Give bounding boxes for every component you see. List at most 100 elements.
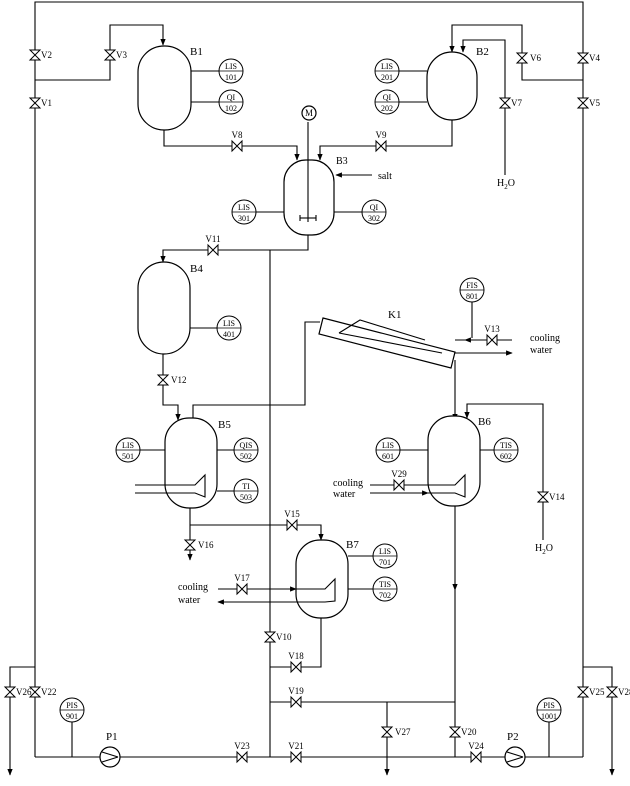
vessel-label: B6 [478, 416, 491, 428]
instrument-number: 201 [381, 73, 393, 82]
valve-v12[interactable]: V12 [156, 374, 187, 386]
valve-v23[interactable]: V23 [234, 741, 250, 764]
valve-label: V24 [468, 741, 484, 751]
valve-v26[interactable]: V26 [3, 686, 32, 698]
valve-v8[interactable]: V8 [231, 130, 243, 153]
instrument-tis602[interactable]: TIS 602 [480, 437, 519, 463]
pump-p1[interactable]: P1 [99, 731, 121, 768]
instrument-qi202[interactable]: QI 202 [374, 89, 427, 115]
instrument-number: 101 [225, 73, 237, 82]
vapor-piping [135, 300, 544, 702]
vessel-b3[interactable]: B3 [283, 122, 348, 236]
instrument-function: QIS [240, 441, 253, 450]
valve-label: V20 [461, 727, 477, 737]
valve-v11[interactable]: V11 [205, 234, 221, 257]
valve-label: V28 [618, 687, 630, 697]
valve-v15[interactable]: V15 [284, 509, 300, 532]
valve-v29[interactable]: V29 [391, 469, 407, 492]
valve-label: V19 [288, 686, 304, 696]
h2o-label-b2: H2O [497, 178, 515, 191]
instrument-number: 701 [379, 558, 391, 567]
valve-label: V26 [16, 687, 32, 697]
valve-v20[interactable]: V20 [448, 726, 477, 738]
valve-v2[interactable]: V2 [28, 49, 52, 61]
pump-label: P2 [507, 731, 519, 743]
valve-v28[interactable]: V28 [605, 686, 630, 698]
valve-v25[interactable]: V25 [576, 686, 605, 698]
vessel-b2[interactable]: B2 [426, 46, 489, 121]
valve-v27[interactable]: V27 [380, 726, 411, 738]
cooling-label-b7-2: water [178, 595, 201, 606]
valve-v9[interactable]: V9 [375, 130, 387, 153]
pump-p2[interactable]: P2 [504, 731, 526, 768]
valve-v6[interactable]: V6 [515, 52, 541, 64]
vessel-label: B3 [336, 156, 348, 167]
instrument-number: 202 [381, 104, 393, 113]
valve-label: V10 [276, 632, 292, 642]
vessel-b1[interactable]: B1 [137, 45, 203, 131]
valve-label: V8 [232, 130, 243, 140]
valve-v24[interactable]: V24 [468, 741, 484, 764]
valve-v18[interactable]: V18 [288, 651, 304, 674]
cooling-label-b6-2: water [333, 489, 356, 500]
valve-label: V14 [549, 492, 565, 502]
instrument-function: FIS [466, 281, 478, 290]
instrument-number: 602 [500, 452, 512, 461]
instrument-function: TIS [500, 441, 512, 450]
vessel-b5[interactable]: B5 [163, 417, 231, 509]
vessel-b7[interactable]: B7 [295, 539, 359, 619]
instrument-function: QI [383, 93, 392, 102]
motor: M [301, 105, 317, 121]
valve-v3[interactable]: V3 [103, 49, 127, 61]
valve-label: V3 [116, 50, 127, 60]
valve-v5[interactable]: V5 [576, 97, 600, 109]
valve-label: V12 [171, 375, 187, 385]
condenser-k1[interactable]: K1 [318, 309, 456, 369]
valve-label: V15 [284, 509, 300, 519]
instrument-function: LIS [381, 62, 393, 71]
cooling-label-k1-2: water [530, 345, 553, 356]
valve-v17[interactable]: V17 [234, 573, 250, 596]
valve-v13[interactable]: V13 [484, 324, 500, 347]
vessel-b6[interactable]: B6 [427, 415, 491, 507]
valve-label: V21 [288, 741, 304, 751]
valve-v1[interactable]: V1 [28, 97, 52, 109]
valve-v21[interactable]: V21 [288, 741, 304, 764]
vessel-b4[interactable]: B4 [137, 261, 203, 355]
instrument-number: 1001 [541, 712, 557, 721]
valve-label: V16 [198, 540, 214, 550]
valve-v7[interactable]: V7 [498, 97, 522, 109]
instrument-number: 501 [122, 452, 134, 461]
valve-v4[interactable]: V4 [576, 52, 600, 64]
valve-v22[interactable]: V22 [28, 686, 57, 698]
valve-v19[interactable]: V19 [288, 686, 304, 709]
valve-v14[interactable]: V14 [536, 491, 565, 503]
instrument-lis201[interactable]: LIS 201 [374, 58, 427, 84]
valve-v10[interactable]: V10 [263, 631, 292, 643]
instrument-function: LIS [223, 319, 235, 328]
valve-label: V7 [511, 98, 522, 108]
valve-label: V29 [391, 469, 407, 479]
h2o-label-b6: H2O [535, 543, 553, 556]
salt-label: salt [378, 171, 392, 182]
cooling-label-k1-1: cooling [530, 333, 560, 344]
stream-labels: salt H2O H2O cooling water cooling water… [178, 171, 560, 606]
valve-label: V17 [234, 573, 250, 583]
instrument-number: 901 [66, 712, 78, 721]
valve-v16[interactable]: V16 [183, 539, 214, 551]
